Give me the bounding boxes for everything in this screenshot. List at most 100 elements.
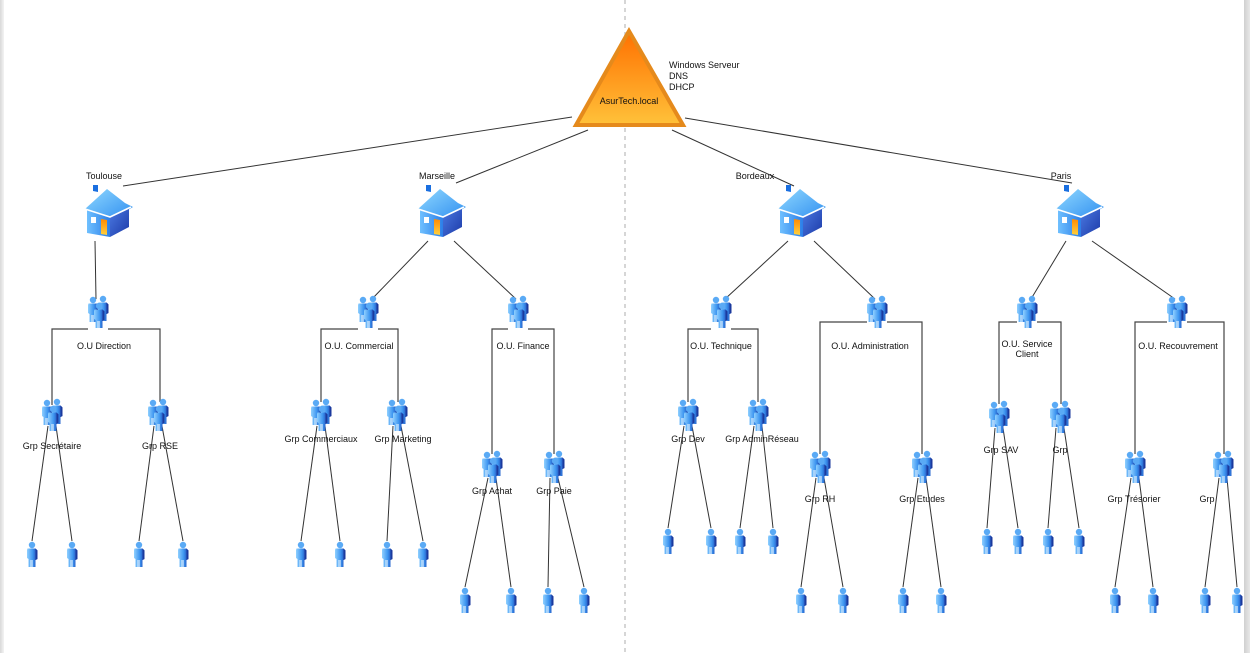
user-icon[interactable] [542,587,554,614]
user-icon[interactable] [1199,587,1211,614]
ou-bracket-right [731,328,759,402]
site-to-ou-link [371,240,429,300]
group-label: Grp Commerciaux [284,434,358,444]
group-to-user-link [557,477,585,588]
ou-group-icon[interactable] [358,296,379,328]
ou-group-icon[interactable] [1167,296,1188,328]
user-icon[interactable] [1073,528,1085,555]
ou-group-icon[interactable] [508,296,529,328]
ou-group-icon[interactable] [1017,296,1038,328]
user-icon[interactable] [935,587,947,614]
user-icon[interactable] [734,528,746,555]
user-icon[interactable] [417,541,429,568]
root-service-note: DNS [669,71,688,81]
ou-label: O.U Direction [77,341,131,351]
group-label: Grp RH [805,494,836,504]
server-triangle-icon [572,26,687,127]
user-icon[interactable] [26,541,38,568]
user-icon[interactable] [1042,528,1054,555]
group-to-user-link [667,425,685,529]
connection-lines [31,116,1238,588]
group-icon[interactable] [544,451,565,483]
group-label: Grp SAV [984,445,1019,455]
group-to-user-link [55,425,73,542]
group-icon[interactable] [748,399,769,431]
user-icon[interactable] [897,587,909,614]
ou-bracket-left [819,321,867,454]
user-icon[interactable] [1012,528,1024,555]
group-label: Grp Secrétaire [23,441,82,451]
group-icon[interactable] [1213,451,1234,483]
user-icon[interactable] [459,587,471,614]
group-to-user-link [1002,427,1019,529]
group-to-user-link [547,477,551,588]
ou-label: Client [1015,349,1039,359]
user-icon[interactable] [837,587,849,614]
group-icon[interactable] [311,399,332,431]
user-icon[interactable] [1147,587,1159,614]
user-icon[interactable] [133,541,145,568]
user-icon[interactable] [705,528,717,555]
user-icon[interactable] [1231,587,1243,614]
group-to-user-link [138,425,155,542]
house-icon[interactable] [1055,184,1105,238]
group-icon[interactable] [1050,401,1071,433]
group-icon[interactable] [989,401,1010,433]
ou-label: O.U. Finance [496,341,549,351]
group-icon[interactable] [1125,451,1146,483]
group-icon[interactable] [148,399,169,431]
ou-group-icon[interactable] [88,296,109,328]
site-label: Bordeaux [736,171,775,181]
group-label: Grp [1199,494,1214,504]
house-icon[interactable] [777,184,827,238]
user-icon[interactable] [795,587,807,614]
ou-bracket-right [528,328,555,454]
ou-bracket-right [108,328,161,402]
user-icon[interactable] [295,541,307,568]
user-icon[interactable] [578,587,590,614]
user-icon[interactable] [66,541,78,568]
user-icon[interactable] [381,541,393,568]
group-to-user-link [495,477,512,588]
root-domain-node[interactable]: AsurTech.local [572,26,687,127]
group-to-user-link [1138,477,1154,588]
site-label: Paris [1051,171,1072,181]
user-icon[interactable] [767,528,779,555]
user-icon[interactable] [334,541,346,568]
user-icon[interactable] [505,587,517,614]
ou-bracket-left [1134,321,1167,454]
ou-bracket-right [1187,321,1225,454]
house-icon[interactable] [417,184,467,238]
group-label: Grp Achat [472,486,513,496]
group-icon[interactable] [482,451,503,483]
group-label: Grp [1052,445,1067,455]
group-to-user-link [986,427,996,529]
group-to-user-link [31,425,49,542]
group-to-user-link [1226,477,1238,588]
user-icon[interactable] [1109,587,1121,614]
group-icon[interactable] [678,399,699,431]
group-icon[interactable] [912,451,933,483]
site-label: Marseille [419,171,455,181]
ou-label: O.U. Commercial [324,341,393,351]
user-icon[interactable] [177,541,189,568]
right-scroll-edge [1244,0,1250,653]
user-icon[interactable] [662,528,674,555]
group-to-user-link [386,425,394,542]
user-icon[interactable] [981,528,993,555]
group-icon[interactable] [387,399,408,431]
group-label: Grp AdminRéseau [725,434,799,444]
ou-group-icon[interactable] [711,296,732,328]
ou-label: O.U. Technique [690,341,752,351]
group-icon[interactable] [810,451,831,483]
group-to-user-link [761,425,774,529]
group-to-user-link [691,425,712,529]
left-border [0,0,4,653]
ou-group-icon[interactable] [867,296,888,328]
house-icon[interactable] [84,184,134,238]
ou-label: O.U. Service [1001,339,1052,349]
root-to-site-link [455,129,589,184]
site-to-ou-link [1091,240,1176,300]
